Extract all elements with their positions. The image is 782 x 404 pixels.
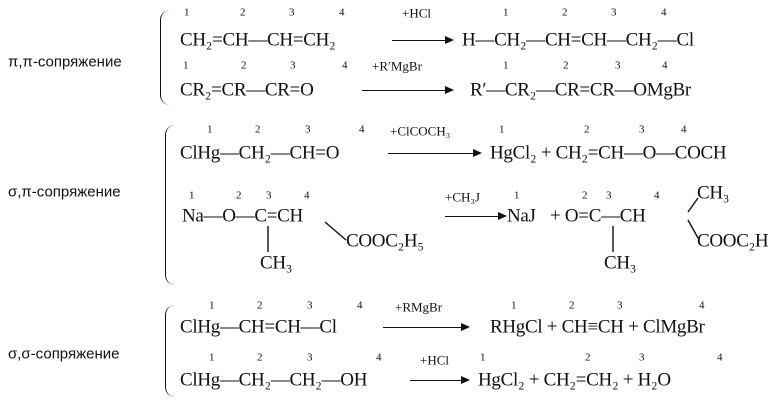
atom-number: 2 [563, 59, 569, 72]
atom-number: 4 [681, 123, 687, 136]
atom-number: 2 [257, 351, 263, 364]
atom-number: 2 [582, 189, 588, 202]
atom-number: 4 [717, 351, 723, 364]
atom-number: 1 [209, 351, 215, 364]
brace [165, 125, 176, 285]
atom-number: 2 [236, 189, 242, 202]
reaction-arrow [392, 36, 454, 44]
atom-number: 1 [503, 59, 509, 72]
atom-number: 3 [307, 351, 313, 364]
product-formula-b: + O=C—CH [550, 205, 646, 227]
reactant-formula: CR₂=CR—CR=O [180, 79, 314, 101]
product-formula: R′—CR₂—CR=CR—OMgBr [470, 79, 691, 101]
reactant-formula: CH₂=CH—CH=CH₂ [180, 29, 336, 51]
atom-number: 1 [183, 59, 189, 72]
atom-number: 1 [480, 351, 486, 364]
atom-number: 4 [342, 59, 348, 72]
atom-number: 1 [207, 123, 213, 136]
atom-number: 3 [606, 189, 612, 202]
product-methyl: CH₃ [604, 252, 637, 274]
reactant-branch: COOC₂H₅ [346, 230, 424, 252]
atom-number: 1 [209, 299, 215, 312]
reagent: +ClCOCH₃ [390, 123, 451, 139]
atom-number: 3 [639, 123, 645, 136]
bond-line [687, 197, 699, 213]
conjugation-label: π,π-сопряжение [8, 53, 122, 71]
atom-number: 3 [290, 59, 296, 72]
reagent: +HCl [402, 5, 432, 21]
conjugation-label: σ,σ-сопряжение [8, 345, 120, 363]
reaction-arrow [383, 323, 470, 331]
atom-number: 2 [569, 299, 575, 312]
atom-number: 1 [499, 123, 505, 136]
atom-number: 4 [304, 189, 310, 202]
atom-number: 3 [305, 123, 311, 136]
atom-number: 1 [503, 6, 509, 19]
reaction-arrow [388, 149, 482, 157]
atom-number: 1 [184, 6, 190, 19]
reactant-formula: ClHg—CH=CH—Cl [180, 316, 337, 338]
atom-number: 3 [615, 59, 621, 72]
reagent: +R′MgBr [372, 58, 422, 74]
reagent: +CH₃J [445, 189, 480, 205]
atom-number: 3 [639, 351, 645, 364]
brace [160, 10, 171, 105]
product-branch-ester: COOC₂H [697, 230, 769, 252]
product-branch-methyl: CH₃ [697, 182, 730, 204]
reaction-arrow [445, 212, 507, 220]
atom-number: 1 [189, 189, 195, 202]
atom-number: 4 [662, 59, 668, 72]
reactant-methyl: CH₃ [260, 252, 293, 274]
reagent: +HCl [420, 352, 450, 368]
bond-line [324, 221, 347, 241]
reactant-formula: ClHg—CH₂—CH=O [180, 142, 340, 164]
atom-number: 3 [289, 6, 295, 19]
atom-number: 4 [661, 6, 667, 19]
atom-number: 2 [562, 6, 568, 19]
atom-number: 2 [240, 6, 246, 19]
brace [165, 305, 176, 397]
atom-number: 2 [584, 123, 590, 136]
atom-number: 2 [585, 351, 591, 364]
atom-number: 4 [359, 123, 365, 136]
product-formula: H—CH₂—CH=CH—CH₂—Cl [462, 29, 694, 51]
atom-number: 4 [654, 189, 660, 202]
product-formula: RHgCl + CH≡CH + ClMgBr [490, 316, 705, 338]
conjugation-label: σ,π-сопряжение [8, 183, 121, 201]
atom-number: 4 [699, 299, 705, 312]
atom-number: 1 [511, 299, 517, 312]
atom-number: 1 [514, 189, 520, 202]
bond-line [687, 219, 699, 239]
atom-number: 4 [339, 6, 345, 19]
product-formula: HgCl₂ + CH₂=CH₂ + H₂O [478, 369, 671, 391]
product-formula: HgCl₂ + CH₂=CH—O—COCH [490, 142, 727, 164]
reactant-formula: ClHg—CH₂—CH₂—OH [180, 369, 368, 391]
atom-number: 3 [611, 6, 617, 19]
reaction-arrow [410, 376, 470, 384]
atom-number: 2 [255, 123, 261, 136]
reaction-arrow [362, 86, 454, 94]
product-formula-a: NaJ [507, 205, 536, 227]
atom-number: 2 [241, 59, 247, 72]
atom-number: 3 [307, 299, 313, 312]
reactant-formula: Na—O—C=CH [182, 205, 303, 227]
atom-number: 4 [357, 299, 363, 312]
atom-number: 3 [617, 299, 623, 312]
reagent: +RMgBr [395, 299, 443, 315]
atom-number: 2 [257, 299, 263, 312]
atom-number: 3 [266, 189, 272, 202]
atom-number: 4 [376, 351, 382, 364]
